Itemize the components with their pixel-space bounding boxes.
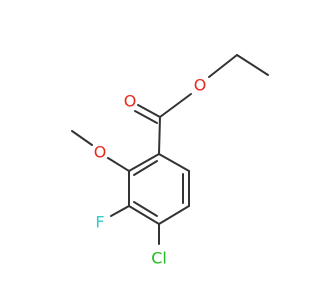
bond-c-o-double-1: [137, 104, 161, 118]
bond-carbonyl-ring: [158, 116, 161, 155]
bond-ring-c3-c4: [128, 205, 160, 225]
bond-ring-c6-c1: [158, 153, 190, 172]
atom-fluorine: F: [95, 213, 104, 232]
structure-svg: O O O F Cl: [71, 54, 269, 268]
atom-o-ester-label: O: [194, 76, 207, 95]
bond-ethyl-ch2-o: [208, 54, 238, 78]
bond-c-o-double-2: [134, 110, 158, 124]
bond-ring-o-methoxy: [107, 157, 130, 172]
atom-o-carbonyl: O: [124, 92, 137, 111]
atom-fluorine-label: F: [95, 213, 104, 232]
atom-o-ester: O: [194, 76, 207, 95]
bond-ring-c4-c5: [158, 205, 190, 225]
atom-chlorine-label: Cl: [151, 249, 167, 268]
atom-labels: O O O F Cl: [94, 76, 207, 268]
atom-o-methoxy-label: O: [94, 143, 107, 162]
atom-o-methoxy: O: [94, 143, 107, 162]
bond-o-carbonyl-carbon: [159, 93, 192, 118]
bond-ring-inner-2: [133, 201, 158, 217]
molecule-diagram: O O O F Cl: [71, 54, 269, 268]
bond-o-methoxy-ch3: [71, 130, 93, 146]
bond-ring-fluorine: [110, 205, 130, 217]
atom-chlorine: Cl: [151, 249, 167, 268]
bond-ring-inner-1: [133, 160, 158, 176]
bond-ethyl-ch3-ch2: [236, 54, 269, 76]
bond-ring-c1-c2: [128, 153, 160, 172]
atom-o-carbonyl-label: O: [124, 92, 137, 111]
bonds: [71, 54, 269, 245]
